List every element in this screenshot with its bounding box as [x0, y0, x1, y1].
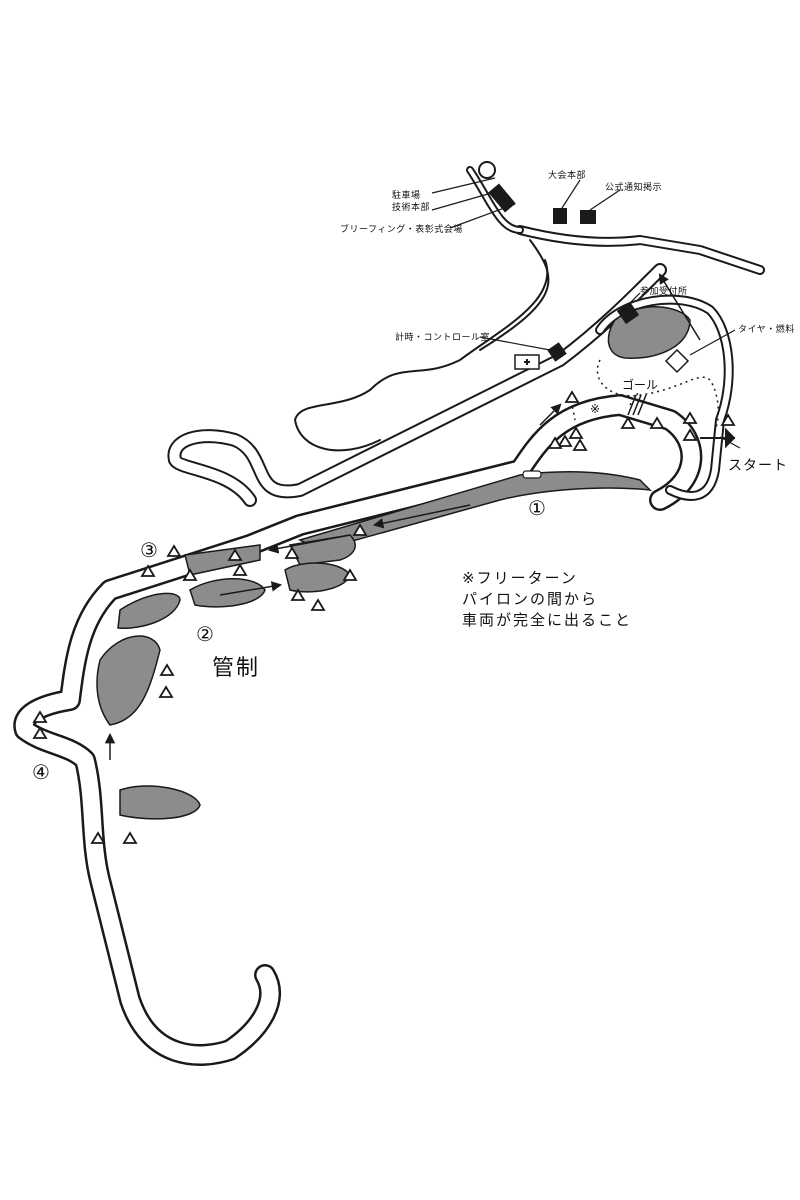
start-flag-icon [700, 427, 736, 449]
island-5 [96, 635, 161, 726]
free-turn-note: ※フリーターン パイロンの間から 車両が完全に出ること [462, 568, 632, 631]
pylon-icon [568, 426, 584, 439]
pylon-icon [32, 726, 48, 739]
island-6 [119, 785, 201, 820]
tank-icon [478, 161, 496, 179]
pylon-icon [310, 598, 326, 611]
label-briefing: ブリーフィング・表彰式会場 [340, 225, 463, 235]
direction-arrows [104, 273, 701, 760]
first-aid-icon [514, 354, 540, 370]
pylon-icon [547, 436, 563, 449]
label-tire: タイヤ・燃料 [738, 325, 795, 335]
marker-3: ③ [140, 538, 158, 562]
track [13, 166, 765, 1066]
pylon-icon [557, 434, 573, 447]
pylon-icon [720, 413, 736, 426]
pylon-icon [227, 548, 243, 561]
building-paddock [488, 183, 516, 213]
label-timing: 計時・コントロール室 [395, 333, 491, 343]
diamond-marker-icon [664, 348, 690, 374]
pylon-icon [158, 685, 174, 698]
label-lobby: 参加受付所 [640, 287, 688, 297]
building-board [580, 210, 596, 224]
pylon-icon [182, 568, 198, 581]
leader-lines [431, 177, 741, 449]
pylon-icon [232, 563, 248, 576]
pylon-icon [159, 663, 175, 676]
island-main-straight [297, 470, 653, 551]
pylon-icon [90, 831, 106, 844]
island-4 [117, 592, 181, 629]
pylon-icon [682, 411, 698, 424]
marker-4: ④ [32, 760, 50, 784]
arrow-2 [267, 534, 351, 554]
pylon-icon [290, 588, 306, 601]
label-hq: 大会本部 [548, 171, 587, 181]
note-line-1: ※フリーターン [462, 569, 578, 587]
pylon-icon [564, 390, 580, 403]
timing-marker-icon [522, 470, 542, 479]
label-paddock: 駐車場 [392, 191, 421, 201]
island-2 [284, 562, 351, 593]
arrow-5 [539, 403, 562, 426]
marker-2: ② [196, 622, 214, 646]
pylon-icon [682, 428, 698, 441]
note-line-2: パイロンの間から [462, 590, 599, 608]
building-lobby [616, 301, 640, 325]
pylon-icon [649, 416, 665, 429]
label-tech: 技術本部 [392, 203, 431, 213]
note-line-3: 車両が完全に出ること [462, 611, 633, 629]
label-kanri: 管制 [212, 656, 261, 681]
pylons [32, 390, 736, 844]
building-timing [547, 342, 567, 362]
arrow-3 [219, 581, 283, 596]
arrow-1 [372, 504, 471, 529]
arrow-6 [658, 273, 701, 341]
label-kome: ※ [590, 402, 601, 416]
building-hq [553, 208, 567, 224]
island-7 [184, 544, 261, 576]
pylon-icon [140, 564, 156, 577]
marker-1: ① [528, 496, 546, 520]
pylon-icon [342, 568, 358, 581]
label-goal: ゴール [622, 378, 659, 392]
pylon-icon [284, 546, 300, 559]
label-board: 公式通知掲示 [605, 183, 663, 193]
pylon-icon [32, 710, 48, 723]
island-3 [189, 578, 266, 608]
pylon-icon [122, 831, 138, 844]
pylon-icon [166, 544, 182, 557]
dotted-paths [569, 359, 720, 431]
pylon-icon [572, 438, 588, 451]
label-start: スタート [728, 458, 788, 474]
goal-arrow-icon [627, 394, 647, 416]
pylon-icon [352, 523, 368, 536]
buildings [478, 161, 640, 362]
pylon-icon [620, 416, 636, 429]
